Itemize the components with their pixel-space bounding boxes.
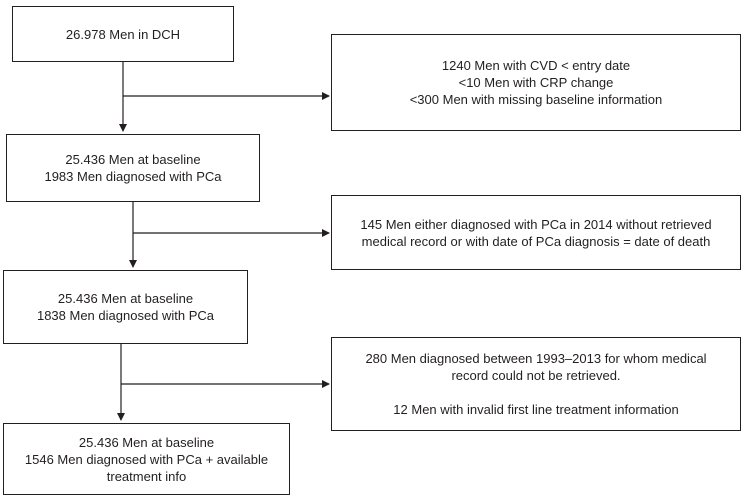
main-box-3-line-1: 25.436 Men at baseline <box>57 291 194 306</box>
exclusion-box-1-line-3: <300 Men with missing baseline informati… <box>409 92 663 107</box>
main-box-1-line-1: 26.978 Men in DCH <box>65 26 181 42</box>
main-box-2: 25.436 Men at baseline 1983 Men diagnose… <box>6 134 260 202</box>
main-box-3: 25.436 Men at baseline 1838 Men diagnose… <box>3 270 248 344</box>
main-box-4-line-1: 25.436 Men at baseline <box>78 434 215 450</box>
exclusion-box-3-line-2: record could not be retrieved. <box>451 368 621 383</box>
exclusion-box-1-line-1: 1240 Men with CVD < entry date <box>441 58 631 73</box>
main-box-1: 26.978 Men in DCH <box>12 6 234 62</box>
main-box-4: 25.436 Men at baseline 1546 Men diagnose… <box>3 423 290 495</box>
exclusion-box-3: 280 Men diagnosed between 1993–2013 for … <box>331 337 741 431</box>
exclusion-box-2-line-2: medical record or with date of PCa diagn… <box>361 233 711 249</box>
exclusion-box-3-line-4: 12 Men with invalid first line treatment… <box>393 402 679 417</box>
exclusion-box-2-line-1: 145 Men either diagnosed with PCa in 201… <box>360 216 712 232</box>
exclusion-box-1-line-2: <10 Men with CRP change <box>458 75 614 90</box>
main-box-4-line-3: treatment info <box>106 468 187 484</box>
exclusion-box-3-line-1: 280 Men diagnosed between 1993–2013 for … <box>365 351 707 366</box>
main-box-4-line-2: 1546 Men diagnosed with PCa + available <box>24 451 269 467</box>
exclusion-box-1: 1240 Men with CVD < entry date <10 Men w… <box>331 34 741 131</box>
exclusion-box-2: 145 Men either diagnosed with PCa in 201… <box>331 195 741 270</box>
main-box-2-line-2: 1983 Men diagnosed with PCa <box>44 169 222 184</box>
main-box-2-line-1: 25.436 Men at baseline <box>65 152 201 167</box>
main-box-3-line-2: 1838 Men diagnosed with PCa <box>36 308 215 323</box>
